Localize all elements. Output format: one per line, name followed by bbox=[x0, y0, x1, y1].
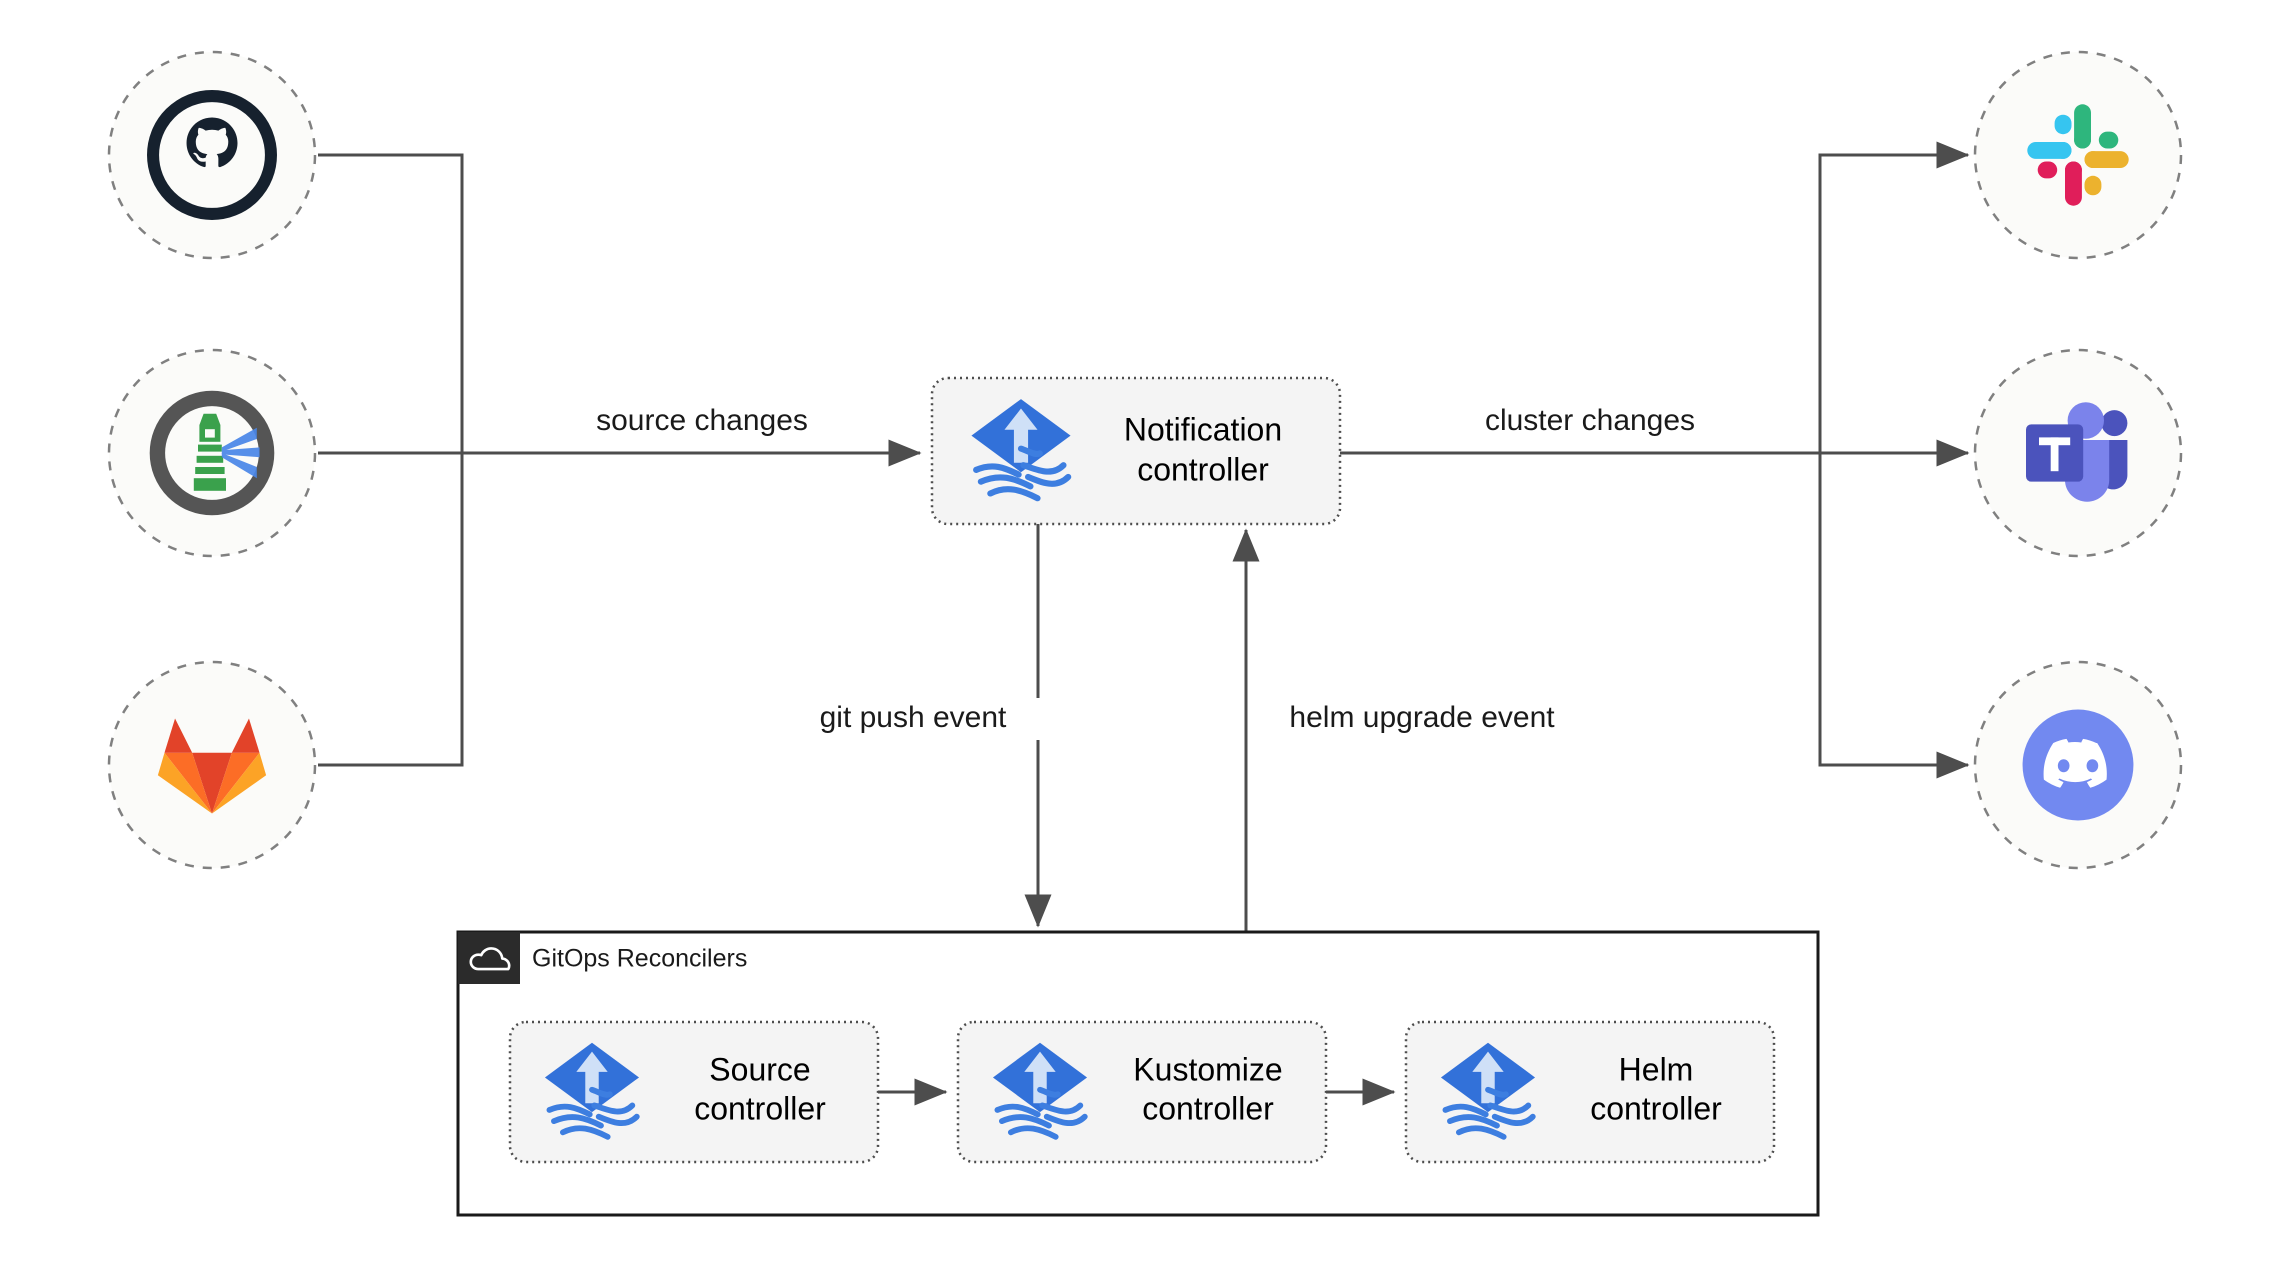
edge-to-discord bbox=[1818, 453, 1970, 779]
gitops-reconcilers-group: GitOps Reconcilers Source controller Kus… bbox=[456, 930, 1820, 1217]
node-gitlab[interactable] bbox=[107, 660, 317, 870]
source-controller-label-line2: controller bbox=[694, 1090, 826, 1126]
node-github[interactable] bbox=[107, 50, 317, 260]
source-nodes bbox=[107, 50, 317, 870]
node-helm-controller[interactable]: Helm controller bbox=[1404, 1020, 1776, 1164]
helm-controller-label-line2: controller bbox=[1590, 1090, 1722, 1126]
notification-controller-label-line1: Notification bbox=[1124, 411, 1282, 447]
node-flux-source[interactable] bbox=[107, 348, 317, 558]
source-controller-label-line1: Source bbox=[709, 1051, 810, 1087]
node-discord[interactable] bbox=[1973, 660, 2183, 870]
github-node-circle[interactable] bbox=[107, 50, 317, 260]
label-bg-cluster-changes bbox=[1440, 400, 1740, 442]
gitops-group-tab bbox=[458, 932, 520, 984]
edge-label-git-push-event: git push event bbox=[820, 701, 1007, 734]
destination-nodes bbox=[1973, 50, 2183, 870]
label-bg-git-push-event bbox=[790, 698, 1040, 740]
edge-label-cluster-changes: cluster changes bbox=[1485, 404, 1695, 437]
edge-sources-bus bbox=[318, 153, 464, 767]
node-teams[interactable] bbox=[1973, 348, 2183, 558]
notification-controller-label-line2: controller bbox=[1137, 451, 1269, 487]
slack-node-circle[interactable] bbox=[1973, 50, 2183, 260]
node-source-controller[interactable]: Source controller bbox=[508, 1020, 880, 1164]
helm-controller-label-line1: Helm bbox=[1619, 1051, 1694, 1087]
edge-label-source-changes: source changes bbox=[596, 404, 808, 437]
edge-label-helm-upgrade-event: helm upgrade event bbox=[1289, 701, 1555, 734]
edge-label-layer: source changes cluster changes git push … bbox=[560, 400, 1740, 740]
kustomize-controller-label-line1: Kustomize bbox=[1133, 1051, 1282, 1087]
label-bg-helm-upgrade-event bbox=[1258, 698, 1578, 740]
edge-to-slack bbox=[1818, 141, 1970, 453]
gitops-group-border bbox=[456, 930, 1820, 1217]
label-bg-source-changes bbox=[560, 400, 850, 442]
node-slack[interactable] bbox=[1973, 50, 2183, 260]
flux-source-node-circle[interactable] bbox=[107, 348, 317, 558]
kustomize-controller-label-line2: controller bbox=[1142, 1090, 1274, 1126]
gitops-group-title: GitOps Reconcilers bbox=[532, 945, 747, 973]
discord-icon bbox=[2022, 709, 2134, 821]
node-notification-controller[interactable]: Notification controller bbox=[930, 376, 1342, 526]
node-kustomize-controller[interactable]: Kustomize controller bbox=[956, 1020, 1328, 1164]
